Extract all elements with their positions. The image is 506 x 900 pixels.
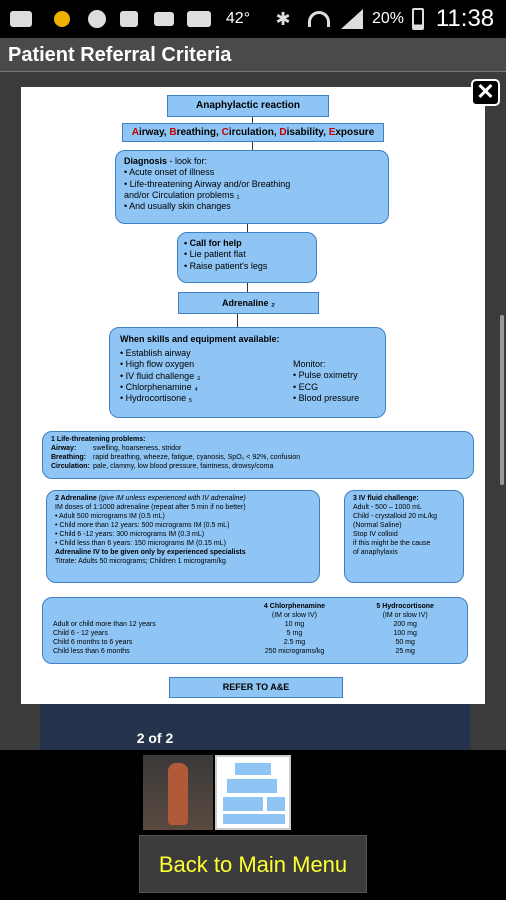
signal-icon <box>340 0 364 38</box>
body-diagram-icon <box>168 763 188 825</box>
clock: 11:38 <box>435 5 495 32</box>
page-title: Patient Referral Criteria <box>8 44 232 66</box>
gallery-icon <box>118 0 140 38</box>
temperature-text: 42° <box>225 10 251 27</box>
battery-icon <box>410 0 426 38</box>
box-adrenaline: Adrenaline ₂ <box>178 292 319 314</box>
box-call-for-help: • Call for help • Lie patient flat • Rai… <box>177 232 317 283</box>
mail-icon <box>186 0 212 38</box>
thumbnail-page-1[interactable] <box>143 755 213 830</box>
bluetooth-icon: ✱ <box>275 8 291 29</box>
page-indicator: 2 of 2 <box>136 730 174 746</box>
box-anaphylactic-reaction: Anaphylactic reaction <box>167 95 329 117</box>
background-page <box>40 700 470 750</box>
box-adrenaline-doses: 2 Adrenaline (give IM unless experienced… <box>46 490 320 583</box>
close-button[interactable]: ✕ <box>471 79 500 106</box>
scrollbar[interactable] <box>500 315 504 485</box>
referral-flowchart: Anaphylactic reaction Airway, Breathing,… <box>21 87 485 704</box>
sun-icon <box>50 0 74 38</box>
box-life-threatening: 1 Life-threatening problems: Airway:swel… <box>42 431 474 479</box>
back-to-main-menu-button[interactable]: Back to Main Menu <box>139 835 367 893</box>
title-bar: Patient Referral Criteria <box>0 38 506 72</box>
box-skills-equipment: When skills and equipment available: • E… <box>109 327 386 418</box>
message-icon <box>10 0 32 38</box>
status-bar: 42° ✱ 20% 11:38 <box>0 0 506 38</box>
box-abcde: Airway, Breathing, Circulation, Disabili… <box>122 123 384 142</box>
box-refer-to-ae: REFER TO A&E <box>169 677 343 698</box>
wifi-icon <box>306 0 332 38</box>
box-iv-fluid: 3 IV fluid challenge: Adult - 500 – 1000… <box>344 490 464 583</box>
battery-percent: 20% <box>371 10 405 27</box>
box-diagnosis: Diagnosis - look for: • Acute onset of i… <box>115 150 389 224</box>
thumbnail-page-2[interactable] <box>215 755 291 830</box>
contact-card-icon <box>152 0 176 38</box>
navigation-icon <box>86 0 108 38</box>
